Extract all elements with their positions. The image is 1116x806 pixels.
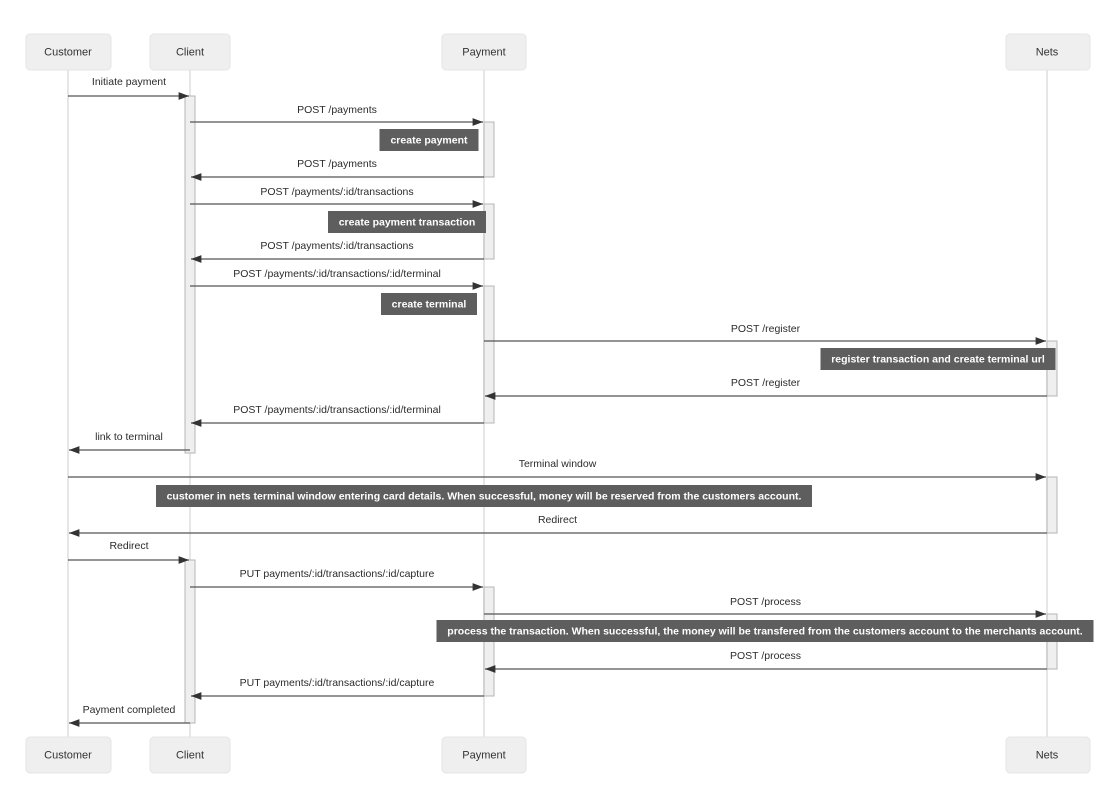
participant-label: Client bbox=[176, 46, 204, 58]
participant-customer-bottom[interactable]: Customer bbox=[25, 736, 112, 774]
participant-customer-top[interactable]: Customer bbox=[25, 33, 112, 71]
message-label: POST /register bbox=[731, 377, 801, 389]
participant-label: Customer bbox=[44, 749, 92, 761]
participant-box[interactable] bbox=[441, 33, 527, 71]
note-4: register transaction and create terminal… bbox=[820, 348, 1056, 370]
participant-box[interactable] bbox=[149, 33, 231, 71]
message-8: POST /register bbox=[485, 377, 1047, 400]
activation-bar-client bbox=[184, 559, 196, 724]
note-label: create terminal bbox=[392, 298, 467, 310]
note-box bbox=[820, 348, 1056, 370]
message-7: POST /register bbox=[484, 323, 1046, 345]
participant-box[interactable] bbox=[1005, 33, 1091, 71]
participant-box[interactable] bbox=[25, 736, 112, 774]
participant-label: Nets bbox=[1036, 749, 1059, 761]
message-label: POST /payments bbox=[297, 158, 377, 170]
message-3: POST /payments bbox=[191, 158, 484, 181]
participant-box[interactable] bbox=[149, 736, 231, 774]
participant-box[interactable] bbox=[1005, 736, 1091, 774]
message-label: POST /payments/:id/transactions/:id/term… bbox=[233, 404, 441, 416]
message-12: Redirect bbox=[69, 514, 1047, 537]
participant-label: Client bbox=[176, 749, 204, 761]
participant-label: Nets bbox=[1036, 46, 1059, 58]
message-11: Terminal window bbox=[68, 458, 1046, 481]
note-box bbox=[379, 129, 479, 151]
message-label: Terminal window bbox=[519, 458, 597, 470]
participant-client-bottom[interactable]: Client bbox=[149, 736, 231, 774]
message-label: Redirect bbox=[109, 540, 148, 552]
participant-nets-bottom[interactable]: Nets bbox=[1005, 736, 1091, 774]
message-label: POST /process bbox=[730, 596, 801, 608]
participants-bottom-layer: Customer Client Payment Nets bbox=[25, 736, 1091, 774]
message-2: POST /payments bbox=[190, 104, 483, 126]
notes-layer: create payment create payment transaction… bbox=[156, 129, 1094, 642]
note-label: customer in nets terminal window enterin… bbox=[167, 490, 802, 502]
participant-payment-top[interactable]: Payment bbox=[441, 33, 527, 71]
message-6: POST /payments/:id/transactions/:id/term… bbox=[190, 268, 483, 290]
participant-box[interactable] bbox=[25, 33, 112, 71]
message-label: POST /register bbox=[731, 323, 801, 335]
note-label: create payment bbox=[390, 134, 468, 146]
message-14: PUT payments/:id/transactions/:id/captur… bbox=[190, 568, 483, 591]
participants-top-layer: Customer Client Payment Nets bbox=[25, 33, 1091, 71]
participant-label: Payment bbox=[462, 46, 505, 58]
message-label: link to terminal bbox=[95, 431, 163, 443]
message-label: PUT payments/:id/transactions/:id/captur… bbox=[240, 568, 435, 580]
note-1: create payment bbox=[379, 129, 479, 151]
message-16: POST /process bbox=[485, 650, 1047, 673]
participant-label: Payment bbox=[462, 749, 505, 761]
message-13: Redirect bbox=[68, 540, 189, 564]
participant-payment-bottom[interactable]: Payment bbox=[441, 736, 527, 774]
message-label: POST /payments/:id/transactions/:id/term… bbox=[233, 268, 441, 280]
note-box bbox=[436, 620, 1094, 642]
note-label: create payment transaction bbox=[339, 216, 476, 228]
note-box bbox=[328, 211, 486, 233]
note-3: create terminal bbox=[381, 293, 477, 315]
message-17: PUT payments/:id/transactions/:id/captur… bbox=[191, 677, 484, 700]
message-label: Redirect bbox=[538, 514, 577, 526]
message-15: POST /process bbox=[484, 596, 1046, 618]
note-label: process the transaction. When successful… bbox=[447, 625, 1082, 637]
message-4: POST /payments/:id/transactions bbox=[190, 186, 483, 208]
message-9: POST /payments/:id/transactions/:id/term… bbox=[191, 404, 484, 427]
participant-client-top[interactable]: Client bbox=[149, 33, 231, 71]
message-label: Initiate payment bbox=[92, 76, 166, 88]
activation-bar-nets bbox=[1046, 476, 1058, 534]
note-label: register transaction and create terminal… bbox=[831, 353, 1045, 365]
activation-bar-client bbox=[184, 95, 196, 454]
message-5: POST /payments/:id/transactions bbox=[191, 240, 484, 263]
message-18: Payment completed bbox=[69, 704, 190, 727]
message-label: POST /payments/:id/transactions bbox=[260, 240, 413, 252]
message-label: POST /payments/:id/transactions bbox=[260, 186, 413, 198]
activation-bar-payment bbox=[483, 285, 495, 424]
note-box bbox=[381, 293, 477, 315]
participant-box[interactable] bbox=[441, 736, 527, 774]
activation-bar-payment bbox=[483, 121, 495, 178]
note-box bbox=[156, 485, 812, 507]
participant-nets-top[interactable]: Nets bbox=[1005, 33, 1091, 71]
message-label: POST /process bbox=[730, 650, 801, 662]
message-1: Initiate payment bbox=[68, 76, 189, 100]
message-label: POST /payments bbox=[297, 104, 377, 116]
message-label: PUT payments/:id/transactions/:id/captur… bbox=[240, 677, 435, 689]
note-5: customer in nets terminal window enterin… bbox=[156, 485, 812, 507]
note-6: process the transaction. When successful… bbox=[436, 620, 1094, 642]
note-2: create payment transaction bbox=[328, 211, 486, 233]
message-label: Payment completed bbox=[83, 704, 176, 716]
participant-label: Customer bbox=[44, 46, 92, 58]
message-10: link to terminal bbox=[69, 431, 190, 454]
